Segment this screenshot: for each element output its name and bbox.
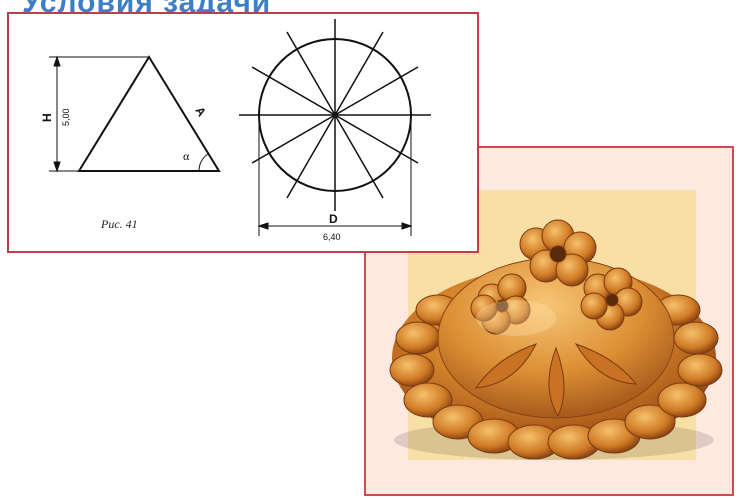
bread-photo [389, 219, 723, 460]
bread-photo-frame [364, 146, 734, 496]
dough-leaves [474, 343, 638, 418]
bread-highlight [476, 300, 556, 336]
side-label: A [192, 104, 209, 119]
angle-arc [198, 153, 209, 172]
dough-flowers [470, 219, 643, 335]
diameter-value: 6,40 [323, 232, 341, 242]
figure-caption: Рис. 41 [100, 217, 138, 231]
diagram-frame: H 5,00 A α Рис. 41 D 6,40 [7, 12, 479, 253]
braid-ring [389, 294, 723, 460]
diameter-label: D [329, 212, 338, 226]
technical-drawing: H 5,00 A α Рис. 41 D 6,40 [40, 19, 431, 242]
trapezoid-shape [77, 55, 221, 172]
height-label: H [40, 113, 54, 122]
diameter-dimension [257, 115, 413, 236]
height-dimension [49, 55, 149, 173]
height-value: 5,00 [61, 108, 71, 126]
circle-center [332, 112, 338, 118]
angle-label: α [183, 149, 190, 163]
